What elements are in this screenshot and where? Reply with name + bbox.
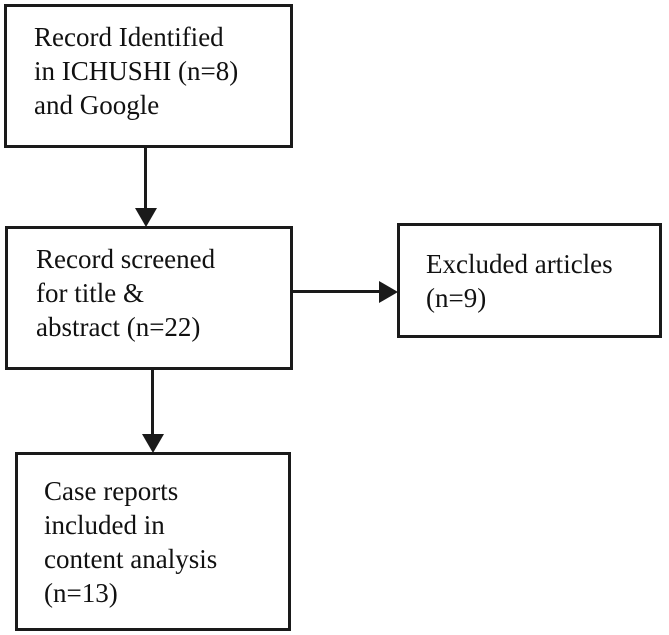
flow-box-excluded-text: Excluded articles(n=9) — [426, 249, 613, 313]
arrow-down-icon — [142, 434, 164, 453]
flow-box-excluded: Excluded articles(n=9) — [397, 223, 662, 338]
arrow-screened-to-excluded-line — [293, 290, 380, 293]
arrow-right-icon — [379, 281, 398, 303]
arrow-identified-to-screened-line — [144, 148, 147, 209]
arrow-screened-to-included-line — [151, 370, 154, 435]
arrow-down-icon — [135, 208, 157, 227]
